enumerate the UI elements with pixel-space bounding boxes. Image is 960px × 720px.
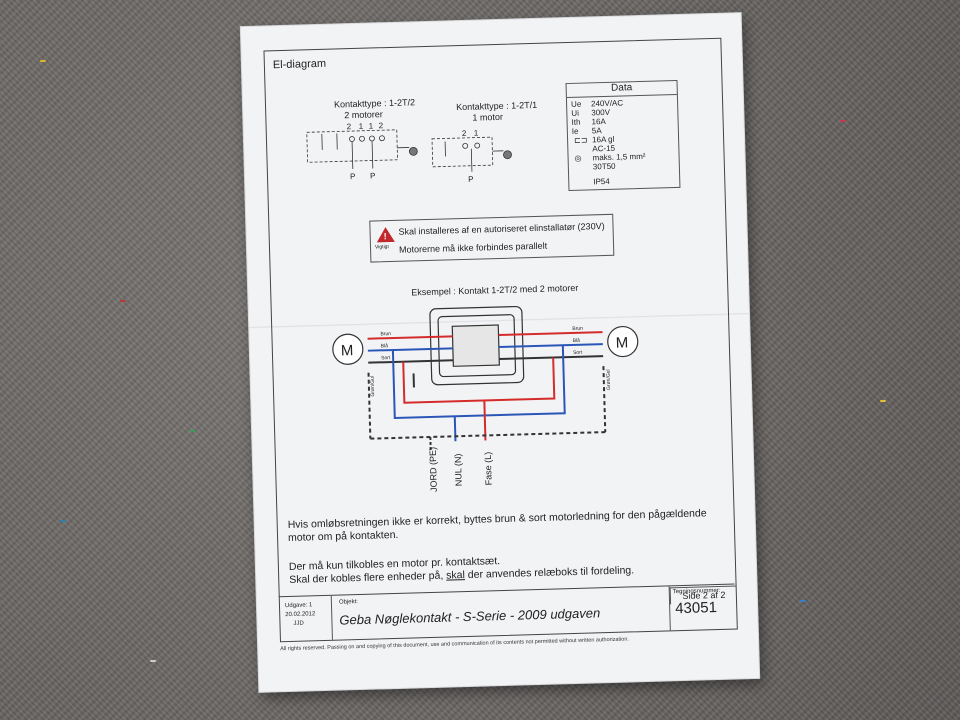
contact1-label: P <box>370 171 376 180</box>
wire-label-sort-right: Sort <box>573 350 583 356</box>
diagram-frame: El-diagram Kontakttype : 1-2T/2 2 motore… <box>263 37 738 643</box>
contact2-terminal: 2 <box>462 129 467 138</box>
data-key: Ie <box>571 126 579 136</box>
data-value: 5A <box>591 126 602 136</box>
edition-cell: Udgave: 1 20.02.2012 JJD <box>278 595 333 642</box>
carpet-fleck <box>840 120 846 122</box>
supply-nul: NUL (N) <box>453 453 464 486</box>
data-value: 30T50 <box>592 161 616 172</box>
carpet-fleck <box>150 660 156 662</box>
object-title: Geba Nøglekontakt - S-Serie - 2009 udgav… <box>339 605 601 628</box>
edition-date: 20.02.2012 <box>285 611 316 619</box>
wiring-schematic: 2 1 1 2 P P 2 1 P <box>306 121 639 492</box>
contact1-schematic <box>306 129 418 170</box>
data-key: Ue <box>570 99 582 109</box>
warning-badge: Vigtigt <box>374 244 389 251</box>
feed-loops <box>370 345 606 453</box>
data-value: 16A <box>591 116 606 127</box>
warning-line2: Motorerne må ikke forbindes parallelt <box>398 240 548 255</box>
fuse-icon: ⊏⊐ <box>573 135 588 145</box>
edition-label: Udgave: 1 <box>284 602 313 610</box>
motor-left-symbol: M <box>341 342 354 359</box>
wire-icon: ◎ <box>574 153 582 163</box>
data-value: 240V/AC <box>590 98 624 109</box>
edition-initials: JJD <box>293 620 304 627</box>
contact2-label: P <box>468 175 474 184</box>
motor-right-symbol: M <box>616 334 629 351</box>
instruction-underlined: skal <box>446 569 466 582</box>
wires-left <box>367 335 454 439</box>
supply-jord: JORD (PE) <box>428 447 439 492</box>
carpet-fleck <box>60 520 66 522</box>
wire-label-sort-left: Sort <box>381 355 391 361</box>
carpet-fleck <box>880 400 886 402</box>
data-value: IP54 <box>593 176 610 187</box>
contact2-schematic <box>431 136 512 172</box>
contact1-terminal: 1 <box>369 121 374 130</box>
wire-label-brun-left: Brun <box>380 331 391 337</box>
wire-label-ground-left: Grøn/Gul <box>370 376 377 397</box>
data-key: Ith <box>571 117 581 127</box>
wire-label-blaa-left: Blå <box>381 342 389 349</box>
drawing-number-cell: Tegningsnummer: 43051 <box>669 585 736 631</box>
contact1-terminal: 1 <box>359 122 364 131</box>
data-key: Ui <box>571 108 580 118</box>
data-heading: Data <box>566 80 677 99</box>
motor-left <box>332 333 364 365</box>
carpet-fleck <box>40 60 46 62</box>
contact1-label: P <box>350 172 356 181</box>
object-label: Objekt: <box>338 599 359 606</box>
carpet-fleck <box>190 430 196 432</box>
drawing-number: 43051 <box>674 599 718 618</box>
data-value: maks. 1,5 mm² <box>592 151 646 163</box>
contact2-terminal: 1 <box>474 129 479 138</box>
supply-fase: Fase (L) <box>483 452 494 486</box>
drawing-number-label: Tegningsnummer: <box>672 587 721 596</box>
warning-box: ! Vigtigt Skal installeres af en autoris… <box>369 213 615 263</box>
data-box: Data Ue 240V/AC Ui 300V Ith 16A Ie 5A ⊏⊐… <box>565 79 681 192</box>
carpet-fleck <box>120 300 126 302</box>
carpet-fleck <box>800 600 806 602</box>
instruction-paragraph-2: Der må kun tilkobles en motor pr. kontak… <box>289 551 635 587</box>
warning-icon: ! <box>376 226 395 243</box>
document-sheet: El-diagram Kontakttype : 1-2T/2 2 motore… <box>240 13 760 692</box>
contact1-terminal: 2 <box>347 122 352 131</box>
wire-label-brun-right: Brun <box>572 326 583 332</box>
wires-right <box>498 331 607 433</box>
contact1-terminal: 2 <box>378 121 383 130</box>
wire-label-ground-right: Grøn/Gul <box>606 369 613 390</box>
warning-line1: Skal installeres af en autoriseret elins… <box>398 221 605 237</box>
switch-box <box>429 305 525 386</box>
data-value: 300V <box>591 107 611 118</box>
motor-right <box>607 325 639 358</box>
wire-label-blaa-right: Blå <box>573 337 581 344</box>
